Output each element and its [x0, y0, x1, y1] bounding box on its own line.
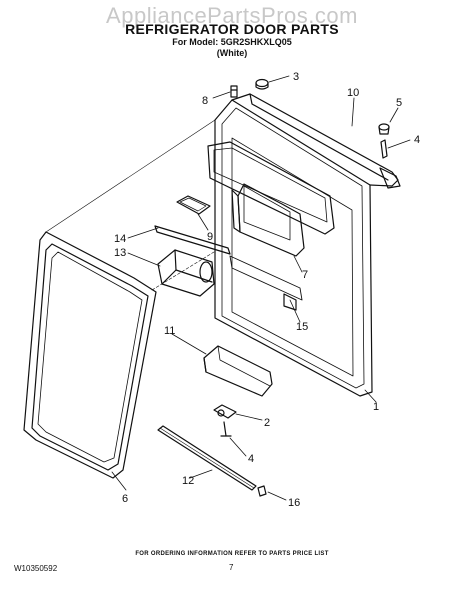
upper-screw: [380, 139, 388, 159]
callout-8: 8: [202, 95, 208, 107]
callout-9: 9: [207, 231, 213, 243]
callout-13: 13: [114, 247, 126, 259]
callout-labels: 8 3 10 5 4 9 14 13 7 15 11 1 2 4 12 16 6: [114, 71, 420, 509]
callout-4-upper: 4: [414, 134, 420, 146]
callout-15: 15: [296, 321, 308, 333]
door-liner: [214, 99, 373, 397]
door-bin: [203, 345, 273, 397]
hinge-plug: [378, 123, 390, 135]
callout-16: 16: [288, 497, 300, 509]
callout-2: 2: [264, 417, 270, 429]
callout-6: 6: [122, 493, 128, 505]
guide-lines: [45, 119, 216, 291]
color-line: (White): [216, 48, 248, 58]
end-cap: [257, 485, 267, 497]
butter-door: [176, 195, 211, 215]
mid-shelf-rail: [229, 255, 303, 311]
egg-bin: [157, 249, 215, 297]
screw: [230, 85, 238, 98]
shelf-rail: [154, 225, 231, 255]
callout-12: 12: [182, 475, 194, 487]
leader-lines: [111, 75, 411, 501]
callout-10: 10: [347, 87, 359, 99]
callout-7: 7: [302, 269, 308, 281]
dairy-compartment: [207, 141, 335, 257]
page-number: 7: [229, 563, 234, 572]
model-line: For Model: 5GR2SHKXLQ05: [172, 37, 292, 47]
callout-5: 5: [396, 97, 402, 109]
document-id: W10350592: [14, 564, 58, 573]
door-gasket: [23, 231, 157, 479]
diagram-title: REFRIGERATOR DOOR PARTS: [125, 21, 339, 37]
callout-1: 1: [373, 401, 379, 413]
callout-14: 14: [114, 233, 126, 245]
hinge-cap: [255, 78, 269, 90]
callout-11: 11: [164, 325, 175, 337]
lower-bracket: [213, 404, 237, 437]
trim-strip: [157, 425, 257, 491]
watermark: AppliancePartsPros.com: [106, 3, 358, 28]
callout-4-lower: 4: [248, 453, 254, 465]
door-top-cap: [231, 93, 401, 189]
ordering-note: FOR ORDERING INFORMATION REFER TO PARTS …: [135, 551, 329, 557]
callout-3: 3: [293, 71, 299, 83]
